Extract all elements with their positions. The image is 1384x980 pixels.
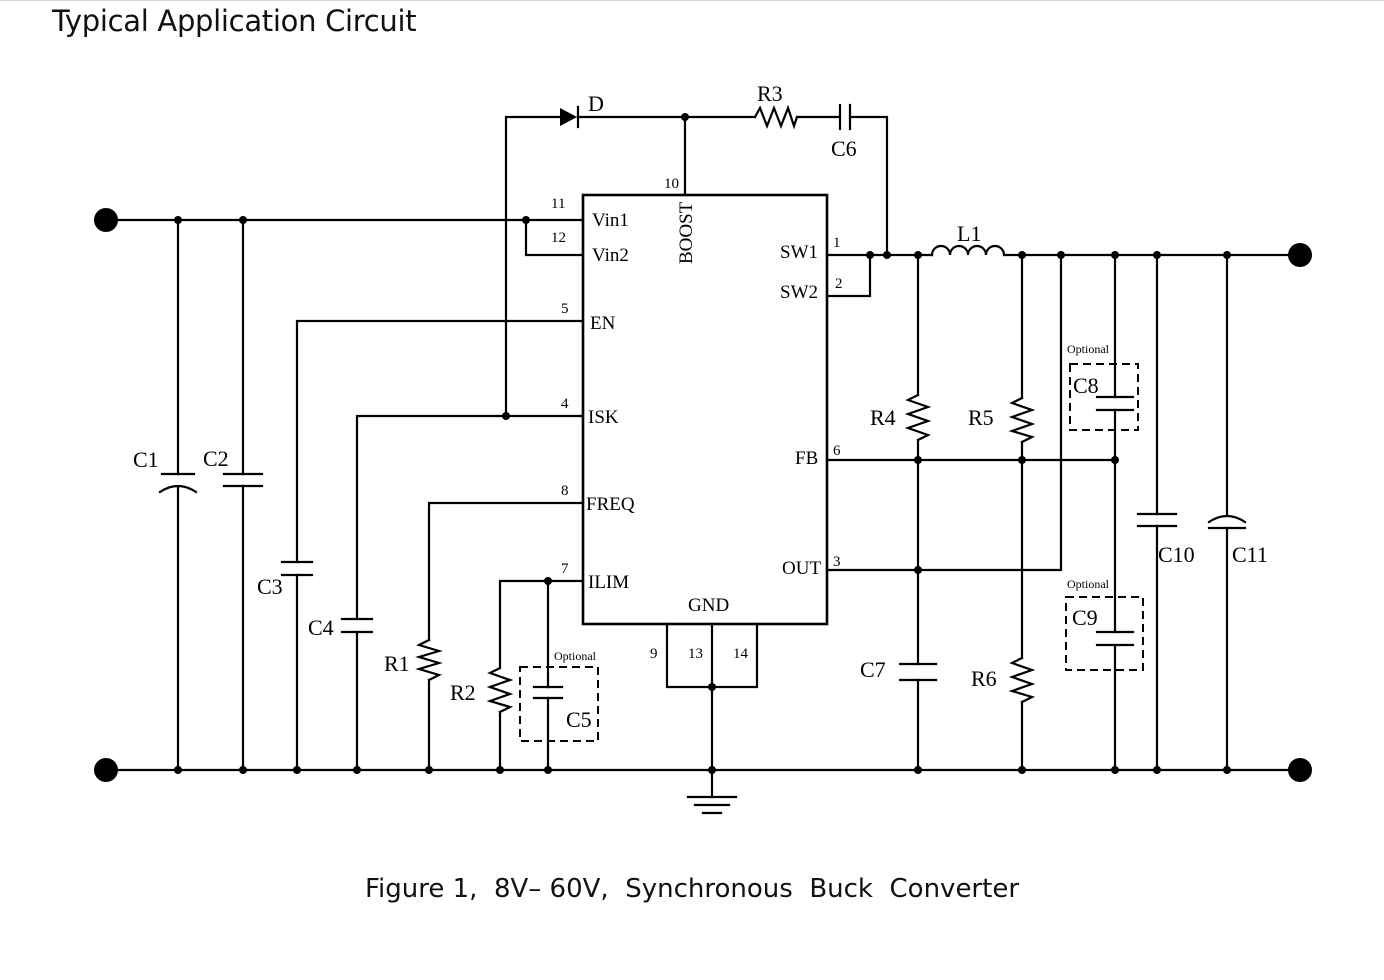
ground-symbol xyxy=(686,795,738,815)
pin-number-13: 13 xyxy=(688,646,703,662)
pin-number-14: 14 xyxy=(733,646,749,662)
ic-body xyxy=(581,193,829,626)
pin-number-12: 12 xyxy=(551,230,566,246)
pin-name-fb: FB xyxy=(795,448,818,469)
label-c1: C1 xyxy=(133,447,159,472)
pin-number-1: 1 xyxy=(833,235,841,251)
capacitor-c5 xyxy=(532,685,564,700)
label-l1: L1 xyxy=(957,221,981,246)
resistor-r3 xyxy=(753,104,799,130)
pin-number-4: 4 xyxy=(561,396,569,412)
capacitor-c2 xyxy=(222,472,264,488)
label-c11: C11 xyxy=(1232,542,1268,567)
pin-name-sw2: SW2 xyxy=(780,282,818,303)
gnd-terminal-left xyxy=(94,758,118,782)
ic-gnd-label: GND xyxy=(688,595,729,616)
label-c7: C7 xyxy=(860,657,886,682)
out-wire xyxy=(825,253,1063,572)
junction-dots xyxy=(174,113,1231,774)
optional-label-c5: Optional xyxy=(554,649,597,663)
pin-number-8: 8 xyxy=(561,483,569,499)
label-c8: C8 xyxy=(1073,373,1099,398)
top-rule xyxy=(0,0,1384,1)
capacitor-c6 xyxy=(838,103,852,131)
page-title: Typical Application Circuit xyxy=(52,4,417,38)
label-r3: R3 xyxy=(757,81,783,106)
inductor-l1 xyxy=(930,244,1006,257)
label-r1: R1 xyxy=(384,651,410,676)
label-c2: C2 xyxy=(203,446,229,471)
pin-name-sw1: SW1 xyxy=(780,242,818,263)
diode-wire xyxy=(504,115,757,418)
pin-name-ilim: ILIM xyxy=(588,572,629,593)
resistor-r2 xyxy=(486,666,514,714)
figure-caption: Figure 1, 8V– 60V, Synchronous Buck Conv… xyxy=(364,874,1020,904)
resistor-r5 xyxy=(1008,396,1036,444)
optional-label-c8: Optional xyxy=(1067,342,1110,356)
pin-name-vin2: Vin2 xyxy=(592,245,629,266)
label-c5: C5 xyxy=(566,707,592,732)
c8-optional-box xyxy=(1069,363,1139,431)
pin-name-vin1: Vin1 xyxy=(592,210,629,231)
optional-label-c9: Optional xyxy=(1067,577,1110,591)
pin-name-out: OUT xyxy=(782,558,821,579)
pin-number-5: 5 xyxy=(561,301,569,317)
label-r4: R4 xyxy=(870,405,896,430)
capacitor-c10 xyxy=(1136,512,1178,528)
vin-terminal xyxy=(94,208,118,232)
pin-name-boost: BOOST xyxy=(676,201,697,264)
resistor-r6 xyxy=(1008,656,1036,704)
capacitor-c1 xyxy=(158,472,198,494)
diode-d xyxy=(560,105,580,129)
snubber-wire xyxy=(795,115,889,257)
pin-number-11: 11 xyxy=(551,196,565,212)
pin-number-10: 10 xyxy=(664,176,679,192)
label-c10: C10 xyxy=(1158,542,1195,567)
label-r6: R6 xyxy=(971,666,997,691)
pin-name-isk: ISK xyxy=(588,407,619,428)
pin-number-6: 6 xyxy=(833,443,841,459)
capacitor-c9 xyxy=(1095,630,1135,647)
pin-number-2: 2 xyxy=(835,276,843,292)
capacitor-c11 xyxy=(1207,514,1247,530)
pin-number-9: 9 xyxy=(650,646,658,662)
freq-wire xyxy=(427,501,585,772)
label-c3: C3 xyxy=(257,574,283,599)
pin-number-3: 3 xyxy=(833,554,841,570)
sw-wire xyxy=(825,253,934,298)
capacitor-c3 xyxy=(280,560,314,577)
gnd-terminal-right xyxy=(1288,758,1312,782)
capacitor-c7 xyxy=(898,662,938,682)
label-c9: C9 xyxy=(1072,605,1098,630)
c5-optional-box xyxy=(519,666,599,742)
en-wire xyxy=(295,319,585,772)
c9-optional-box xyxy=(1065,596,1144,671)
pin-name-en: EN xyxy=(590,313,616,334)
ilim-wire xyxy=(498,579,585,772)
vout-terminal xyxy=(1288,243,1312,267)
capacitor-c8 xyxy=(1095,395,1135,412)
label-c6: C6 xyxy=(831,136,857,161)
label-r5: R5 xyxy=(968,405,994,430)
vin2-wire xyxy=(524,218,585,257)
resistor-r4 xyxy=(904,393,932,442)
pin-name-freq: FREQ xyxy=(586,494,635,515)
resistor-r1 xyxy=(415,638,443,682)
label-c4: C4 xyxy=(308,615,334,640)
label-d: D xyxy=(588,91,604,116)
label-r2: R2 xyxy=(450,680,476,705)
capacitor-c4 xyxy=(340,617,374,634)
pin-number-7: 7 xyxy=(561,561,569,577)
